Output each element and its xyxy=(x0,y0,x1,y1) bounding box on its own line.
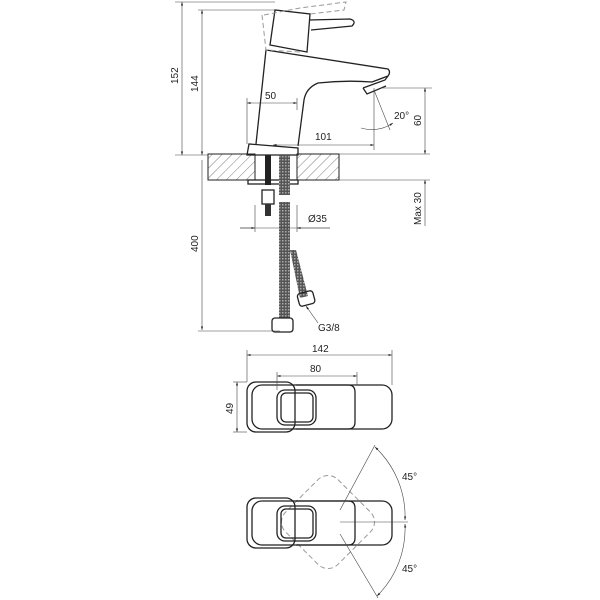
dim-49: 49 xyxy=(225,402,236,414)
rotation-view: 45° 45° xyxy=(247,445,417,598)
dim-60: 60 xyxy=(413,114,424,126)
dim-diameter-35: Ø35 xyxy=(308,214,327,225)
dim-20-degrees: 20° xyxy=(394,111,409,122)
side-view: 152 144 50 101 20° 60 Max 30 Ø35 xyxy=(170,2,432,334)
dim-45-degrees-down: 45° xyxy=(402,564,417,575)
supply-hoses xyxy=(272,155,316,332)
dim-80: 80 xyxy=(310,364,322,375)
dim-144: 144 xyxy=(190,75,201,92)
countertop xyxy=(208,154,430,180)
dim-400: 400 xyxy=(190,235,201,252)
dim-45-degrees-up: 45° xyxy=(402,472,417,483)
dim-g3-8: G3/8 xyxy=(318,323,340,334)
dim-152: 152 xyxy=(170,67,181,84)
dim-101: 101 xyxy=(315,132,332,143)
dim-50: 50 xyxy=(265,91,277,102)
dim-142: 142 xyxy=(312,344,329,355)
top-view: 142 80 49 xyxy=(225,344,392,432)
dim-max-30: Max 30 xyxy=(413,192,424,225)
